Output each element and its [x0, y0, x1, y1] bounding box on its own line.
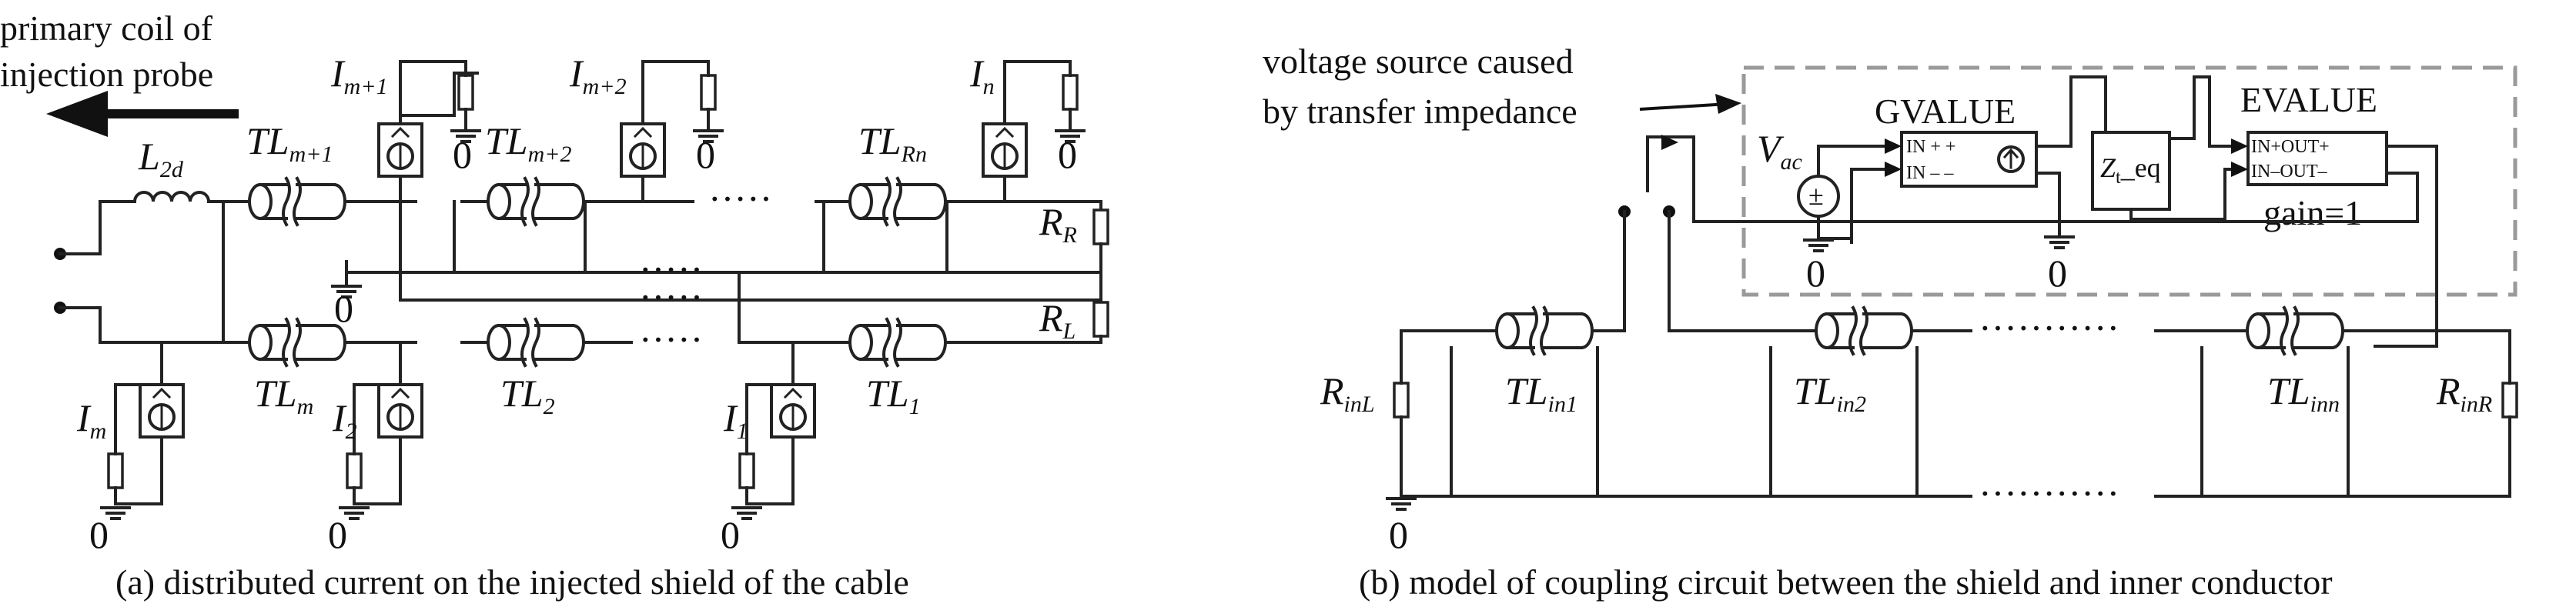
- transfer-impedance-box: [1741, 65, 2517, 297]
- caption-a: (a) distributed current on the injected …: [115, 562, 909, 602]
- gvalue-block: [1900, 131, 2038, 188]
- panel-a: primary coil of injection probe L2d ····…: [0, 8, 1109, 602]
- dots-r-bottom: ···········: [1979, 472, 2119, 515]
- tl-in2-label: TLin2: [1794, 369, 1866, 417]
- tl-m-plus-2-label: TLm+2: [485, 119, 572, 167]
- gvalue-title: GVALUE: [1875, 92, 2016, 131]
- evalue-in-minus: IN–OUT–: [2251, 162, 2328, 182]
- vs-arrow-head: [1715, 94, 1741, 114]
- vac-label: Vac: [1757, 127, 1802, 175]
- dots-top: ·····: [708, 177, 772, 220]
- zero-5: 0: [89, 513, 109, 556]
- RinL-label: RinL: [1320, 369, 1375, 417]
- tl-rn-label: TLRn: [858, 119, 927, 167]
- current-source-m-plus-1: [377, 60, 481, 203]
- resistor-RL: [1092, 301, 1109, 338]
- dots-r-top: ···········: [1979, 306, 2119, 349]
- tl-1-label: TL1: [866, 372, 921, 419]
- vac-plus-minus: ±: [1808, 180, 1824, 211]
- resistor-RinL: [1393, 382, 1410, 419]
- tl-2-label: TL2: [500, 372, 555, 419]
- tl-2: [460, 318, 617, 367]
- zero-6: 0: [328, 513, 347, 556]
- current-source-2: [339, 341, 423, 520]
- evalue-block: [2246, 131, 2388, 186]
- zero-2: 0: [696, 133, 715, 176]
- probe-arrow: [46, 91, 239, 137]
- tl-in2: [1788, 306, 1945, 355]
- vs-label-line1: voltage source caused: [1263, 42, 1574, 81]
- current-source-1: [731, 341, 816, 520]
- tl-m-plus-1-label: TLm+1: [246, 119, 333, 167]
- zero-r1: 0: [1806, 252, 1825, 295]
- zt-eq-label: Zt_eq: [2100, 152, 2161, 188]
- current-source-n: [982, 60, 1086, 203]
- current-source-m-plus-2: [620, 60, 724, 203]
- zero-3: 0: [1058, 133, 1077, 176]
- dots-bottom: ·····: [639, 318, 703, 361]
- tl-m-label: TLm: [254, 372, 313, 419]
- I-1-label: I1: [723, 396, 748, 444]
- tl-rn: [822, 177, 979, 226]
- tl-1: [822, 318, 979, 367]
- RR-label: RR: [1039, 200, 1077, 248]
- vs-label-line2: by transfer impedance: [1263, 92, 1577, 131]
- tl-in1-label: TLin1: [1505, 369, 1577, 417]
- zero-7: 0: [721, 513, 740, 556]
- caption-b: (b) model of coupling circuit between th…: [1359, 562, 2333, 602]
- tl-in1: [1469, 306, 1626, 355]
- resistor-RR: [1092, 208, 1109, 245]
- I-m-label: Im: [76, 396, 106, 444]
- gain-label: gain=1: [2263, 193, 2362, 232]
- current-source-m: [100, 341, 185, 520]
- probe-label-line2: injection probe: [0, 55, 213, 94]
- I-m-plus-1-label: Im+1: [330, 52, 388, 99]
- zero-r3: 0: [1389, 513, 1408, 556]
- I-n-label: In: [969, 52, 995, 99]
- RL-label: RL: [1039, 296, 1076, 344]
- I-2-label: I2: [332, 396, 357, 444]
- panel-b: voltage source caused by transfer impeda…: [1263, 42, 2518, 602]
- tl-inn-label: TLinn: [2267, 369, 2340, 417]
- L2d-label: L2d: [138, 135, 184, 182]
- zero-r2: 0: [2048, 252, 2067, 295]
- gvalue-in-minus: IN – –: [1906, 163, 1954, 183]
- zero-4: 0: [334, 287, 353, 330]
- dots-mid-a: ·····: [639, 248, 703, 291]
- evalue-title: EVALUE: [2240, 80, 2377, 119]
- resistor-RinR: [2501, 382, 2518, 419]
- RinR-label: RinR: [2436, 369, 2492, 417]
- probe-label-line1: primary coil of: [0, 8, 213, 48]
- inductor-L2d: [132, 191, 211, 204]
- tl-m-plus-2: [460, 177, 617, 226]
- I-m-plus-2-label: Im+2: [569, 52, 627, 99]
- zero-1: 0: [453, 133, 472, 176]
- tl-m-plus-1: [222, 177, 379, 226]
- tl-inn: [2220, 306, 2377, 355]
- gvalue-in-plus: IN + +: [1906, 137, 1955, 157]
- evalue-in-plus: IN+OUT+: [2251, 137, 2330, 157]
- tl-m: [222, 318, 379, 367]
- dots-mid-b: ·····: [639, 275, 703, 319]
